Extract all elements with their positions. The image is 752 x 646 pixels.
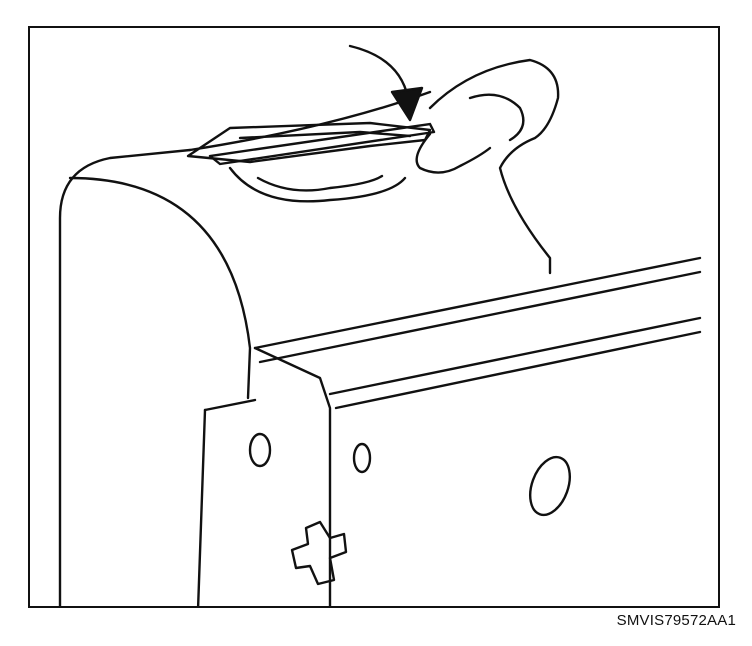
cross-cutout	[290, 520, 348, 586]
side-bracket-lower	[196, 408, 207, 606]
hand-thumb	[415, 132, 492, 174]
guide-socket	[228, 166, 407, 203]
side-bracket	[253, 346, 332, 606]
mount-hole-1	[248, 432, 272, 468]
frame-upper-line-2	[258, 270, 702, 364]
frame-lower-line	[328, 316, 702, 396]
trim-tool	[208, 122, 436, 166]
seat-back-outline	[58, 148, 192, 606]
line-illustration	[58, 44, 702, 606]
mount-hole-2	[352, 442, 372, 474]
side-bracket-left	[203, 398, 257, 412]
force-arrow-head	[390, 86, 424, 122]
frame-lower-line-2	[334, 330, 702, 410]
hand	[428, 58, 560, 275]
figure-code: SMVIS79572AA1	[616, 612, 736, 629]
illustration-frame	[28, 26, 720, 608]
seat-back-shoulder-curve	[68, 176, 252, 400]
guide-socket-inner	[256, 174, 384, 192]
frame-upper-line	[253, 256, 702, 350]
mount-hole-3	[529, 455, 571, 517]
hand-finger	[468, 93, 525, 142]
headrest-guide	[186, 121, 432, 164]
headrest-guide-inner	[238, 130, 412, 140]
